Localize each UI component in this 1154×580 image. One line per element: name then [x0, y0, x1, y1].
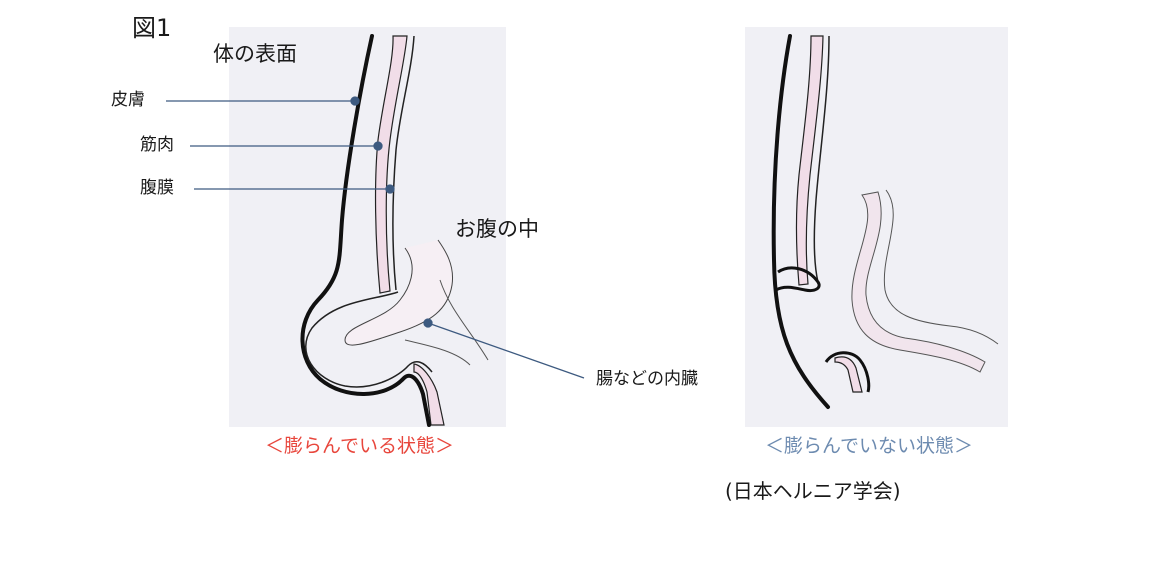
bulging-caption: ＜膨らんでいる状態＞ [265, 437, 454, 456]
organs-label: 腸などの内臓 [596, 371, 698, 388]
peritoneum-label: 腹膜 [140, 180, 174, 197]
left-intestine [345, 240, 453, 345]
right-intestine-edge [884, 190, 998, 344]
right-muscle-upper [796, 36, 823, 285]
abdomen-inside-label: お腹の中 [455, 219, 539, 240]
organs-leader [428, 323, 584, 378]
figure-label: 図1 [132, 16, 171, 40]
body-surface-label: 体の表面 [213, 44, 297, 65]
left-skin-line [302, 36, 429, 425]
muscle-dot [374, 142, 382, 150]
not-bulging-caption: ＜膨らんでいない状態＞ [765, 437, 973, 456]
source-credit: (日本ヘルニア学会) [725, 481, 901, 501]
left-muscle-upper [376, 36, 407, 293]
organs-dot [424, 319, 432, 327]
skin-label: 皮膚 [111, 92, 145, 109]
muscle-label: 筋肉 [140, 137, 174, 154]
right-muscle-lower [835, 357, 862, 392]
right-cross-section [774, 36, 998, 407]
skin-dot [351, 97, 359, 105]
right-intestine [852, 192, 985, 372]
peritoneum-dot [386, 185, 394, 193]
